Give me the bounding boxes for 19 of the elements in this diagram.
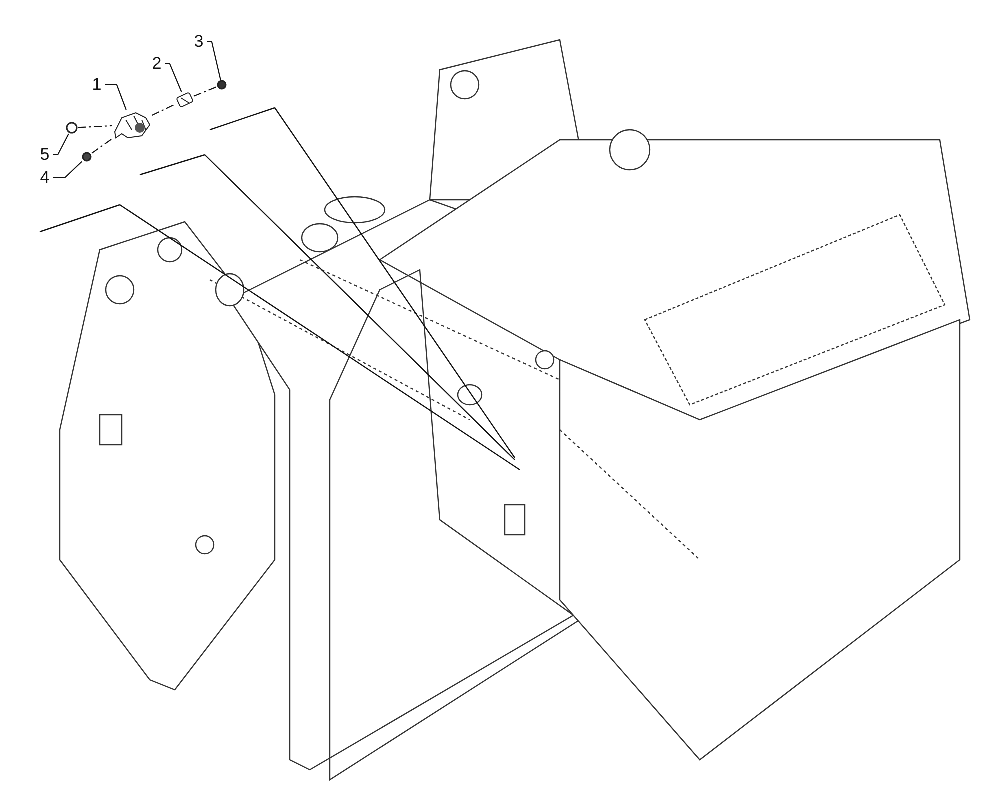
leader-line — [53, 161, 82, 179]
callout-number: 2 — [150, 53, 164, 75]
centre-line — [78, 125, 112, 128]
leader-line — [165, 63, 182, 92]
callout-number: 5 — [38, 144, 52, 166]
nut-drawing — [66, 122, 78, 134]
callout-number: 4 — [38, 167, 52, 189]
centre-line — [152, 104, 176, 116]
centre-line — [194, 86, 218, 97]
leader-line — [105, 84, 127, 110]
centre-line — [92, 138, 112, 154]
leader-line — [207, 41, 222, 80]
callout-number: 1 — [90, 74, 104, 96]
leader-line — [53, 134, 70, 156]
switch-drawing — [112, 110, 152, 140]
washer-drawing — [82, 152, 92, 162]
screw-drawing — [217, 80, 227, 90]
connector-drawing — [176, 92, 194, 108]
callout-number: 3 — [192, 31, 206, 53]
